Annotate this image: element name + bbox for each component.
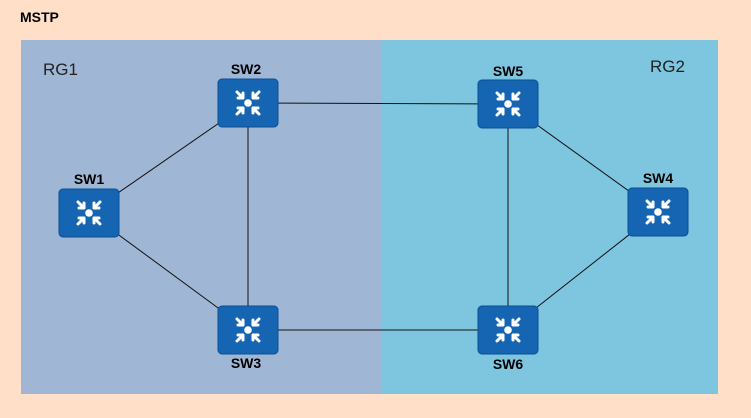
switch-sw3-label: SW3 [231, 355, 262, 371]
switch-sw5-label: SW5 [493, 63, 524, 79]
switch-sw2-label: SW2 [231, 61, 262, 77]
switch-sw6[interactable] [477, 305, 539, 355]
region-rg1-label: RG1 [43, 60, 78, 79]
diagram-title: MSTP [20, 9, 59, 25]
switch-sw2[interactable] [217, 78, 279, 128]
switch-sw5[interactable] [477, 79, 539, 129]
region-rg2-label: RG2 [650, 57, 685, 76]
switch-sw1[interactable] [58, 188, 120, 238]
switch-sw3[interactable] [217, 305, 279, 355]
link-sw2-sw5 [247, 102, 509, 105]
switch-sw4-label: SW4 [643, 170, 674, 186]
switch-sw4[interactable] [627, 187, 689, 237]
switch-sw6-label: SW6 [493, 356, 524, 372]
switch-sw1-label: SW1 [74, 171, 105, 187]
